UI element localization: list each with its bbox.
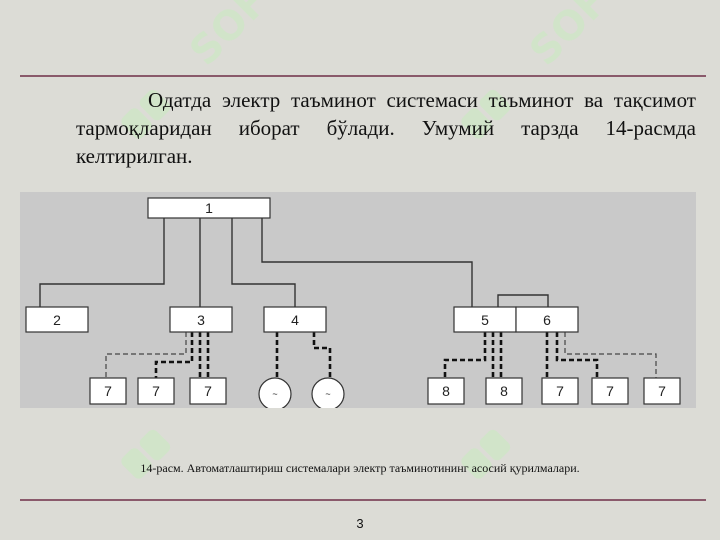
svg-text:5: 5 [481,312,489,328]
motor-b: ~ [311,377,345,408]
svg-text:7: 7 [104,383,112,399]
node-1: 1 [147,197,271,219]
svg-text:7: 7 [658,383,666,399]
load-7-e: 7 [591,377,629,405]
load-8-b: 8 [485,377,523,405]
distribution-lines [105,332,657,378]
svg-text:~: ~ [325,389,330,399]
node-6: 6 [515,306,579,333]
node-4: 4 [263,306,327,333]
load-7-f: 7 [643,377,681,405]
motor-a: ~ [258,377,292,408]
svg-text:SOFT: SOFT [181,0,297,75]
body-paragraph: Одатда электр таъминот системаси таъмино… [76,88,696,168]
power-supply-diagram: 1 2 3 4 5 6 7 7 7 ~ ~ 8 8 7 7 7 [25,197,681,408]
load-8-a: 8 [427,377,465,405]
load-7-d: 7 [541,377,579,405]
svg-text:~: ~ [272,389,277,399]
page-number: 3 [356,516,364,531]
node-5: 5 [453,306,517,333]
top-divider [20,75,706,77]
svg-text:7: 7 [204,383,212,399]
supply-lines [39,218,549,307]
bottom-divider [20,499,706,501]
diagram-panel: 1 2 3 4 5 6 7 7 7 ~ ~ 8 8 7 7 7 [20,192,696,408]
svg-text:8: 8 [442,383,450,399]
svg-text:7: 7 [152,383,160,399]
svg-text:4: 4 [291,312,299,328]
node-2: 2 [25,306,89,333]
figure-caption: 14-расм. Автоматлаштириш системалари эле… [140,461,580,475]
node-3: 3 [169,306,233,333]
svg-text:6: 6 [543,312,551,328]
load-7-b: 7 [137,377,175,405]
svg-text:3: 3 [197,312,205,328]
load-7-a: 7 [89,377,127,405]
load-7-c: 7 [189,377,227,405]
svg-text:1: 1 [205,200,213,216]
svg-text:2: 2 [53,312,61,328]
svg-text:7: 7 [606,383,614,399]
svg-text:7: 7 [556,383,564,399]
svg-text:8: 8 [500,383,508,399]
svg-text:SOFT: SOFT [521,0,637,75]
